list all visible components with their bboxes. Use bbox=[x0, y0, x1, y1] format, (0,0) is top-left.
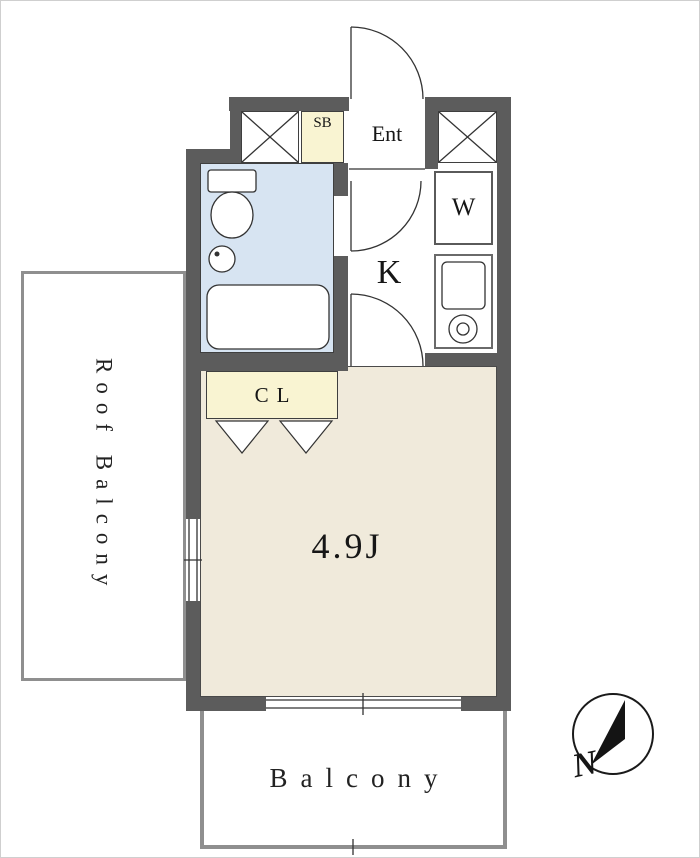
wall-segment bbox=[334, 163, 348, 196]
bathroom-door-arc bbox=[350, 180, 422, 252]
wall-segment bbox=[186, 149, 200, 697]
shoe-box bbox=[301, 111, 344, 163]
compass-north-label: N bbox=[569, 743, 601, 786]
washer-label: W bbox=[451, 194, 476, 221]
wall-segment bbox=[186, 149, 244, 163]
wall-segment bbox=[334, 256, 348, 366]
shoe-box-label: SB bbox=[313, 115, 332, 131]
entrance-label: Ent bbox=[371, 121, 403, 146]
roof-balcony: Roof Balcony bbox=[21, 271, 186, 681]
wall-segment bbox=[497, 111, 511, 711]
window-balcony bbox=[266, 697, 461, 711]
window-roof-balcony bbox=[186, 519, 200, 601]
balcony-label: Balcony bbox=[269, 762, 451, 793]
wall-segment bbox=[229, 97, 349, 111]
kitchen-counter bbox=[434, 254, 493, 349]
kitchen-label: K bbox=[376, 254, 402, 291]
balcony: Balcony bbox=[200, 711, 507, 849]
closet-label: CL bbox=[254, 382, 298, 407]
entrance-door-arc bbox=[350, 26, 424, 100]
main-room-door-arc bbox=[350, 293, 424, 367]
crossed-box bbox=[438, 111, 497, 163]
pipe-space-box bbox=[241, 111, 299, 163]
main-room-label: 4.9J bbox=[311, 526, 383, 566]
wall-segment bbox=[425, 353, 497, 366]
bathroom-area bbox=[200, 163, 334, 353]
roof-balcony-label: Roof Balcony bbox=[91, 357, 117, 595]
wall-segment bbox=[425, 111, 438, 169]
wall-segment bbox=[425, 97, 511, 111]
wall-segment bbox=[230, 111, 241, 163]
wall-segment bbox=[200, 353, 348, 371]
closet-box: CL bbox=[206, 371, 338, 419]
washer-space: W bbox=[434, 171, 493, 245]
